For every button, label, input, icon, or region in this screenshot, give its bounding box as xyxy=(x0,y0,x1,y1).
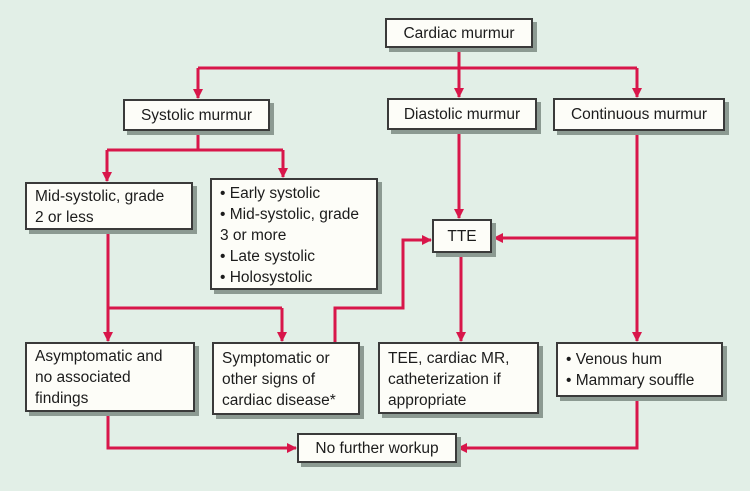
node-line: • Early systolic xyxy=(220,185,321,202)
node-symptomatic: Symptomatic or other signs of cardiac di… xyxy=(212,342,360,415)
node-line: Mid-systolic, grade xyxy=(35,188,165,205)
node-benign-continuous: • Venous hum • Mammary souffle xyxy=(556,342,723,397)
node-line: cardiac disease* xyxy=(222,392,336,409)
node-other-systolic-types: • Early systolic • Mid-systolic, grade 3… xyxy=(210,178,378,290)
node-systolic-murmur: Systolic murmur xyxy=(123,99,270,131)
node-line: Symptomatic or xyxy=(222,350,330,367)
node-line: • Mid-systolic, grade xyxy=(220,206,359,223)
node-line: • Mammary souffle xyxy=(566,372,695,389)
node-continuous-murmur: Continuous murmur xyxy=(553,98,725,131)
arrow-symptomatic-to-tte xyxy=(333,235,432,342)
node-tte: TTE xyxy=(432,219,492,253)
arrow-benign-to-noworkup xyxy=(457,397,639,453)
node-no-further-workup: No further workup xyxy=(297,433,457,463)
node-diastolic-murmur: Diastolic murmur xyxy=(387,98,537,130)
node-line: catheterization if xyxy=(388,371,501,388)
node-advanced-imaging: TEE, cardiac MR, catheterization if appr… xyxy=(378,342,539,414)
node-mid-systolic-grade2: Mid-systolic, grade 2 or less xyxy=(25,182,193,230)
node-line: • Late systolic xyxy=(220,248,316,265)
arrow-systolic-split-bar xyxy=(107,131,283,152)
node-cardiac-murmur: Cardiac murmur xyxy=(385,18,533,48)
node-line: 3 or more xyxy=(220,227,287,244)
node-line: findings xyxy=(35,390,89,407)
node-line: 2 or less xyxy=(35,209,94,226)
node-line: Asymptomatic and xyxy=(35,348,163,365)
arrow-asymptomatic-to-noworkup xyxy=(106,412,297,453)
node-line: • Venous hum xyxy=(566,351,662,368)
node-line: • Holosystolic xyxy=(220,269,313,286)
node-line: appropriate xyxy=(388,392,467,409)
node-line: no associated xyxy=(35,369,131,386)
node-line: other signs of xyxy=(222,371,316,388)
node-asymptomatic: Asymptomatic and no associated findings xyxy=(25,342,195,412)
node-line: TEE, cardiac MR, xyxy=(388,350,510,367)
